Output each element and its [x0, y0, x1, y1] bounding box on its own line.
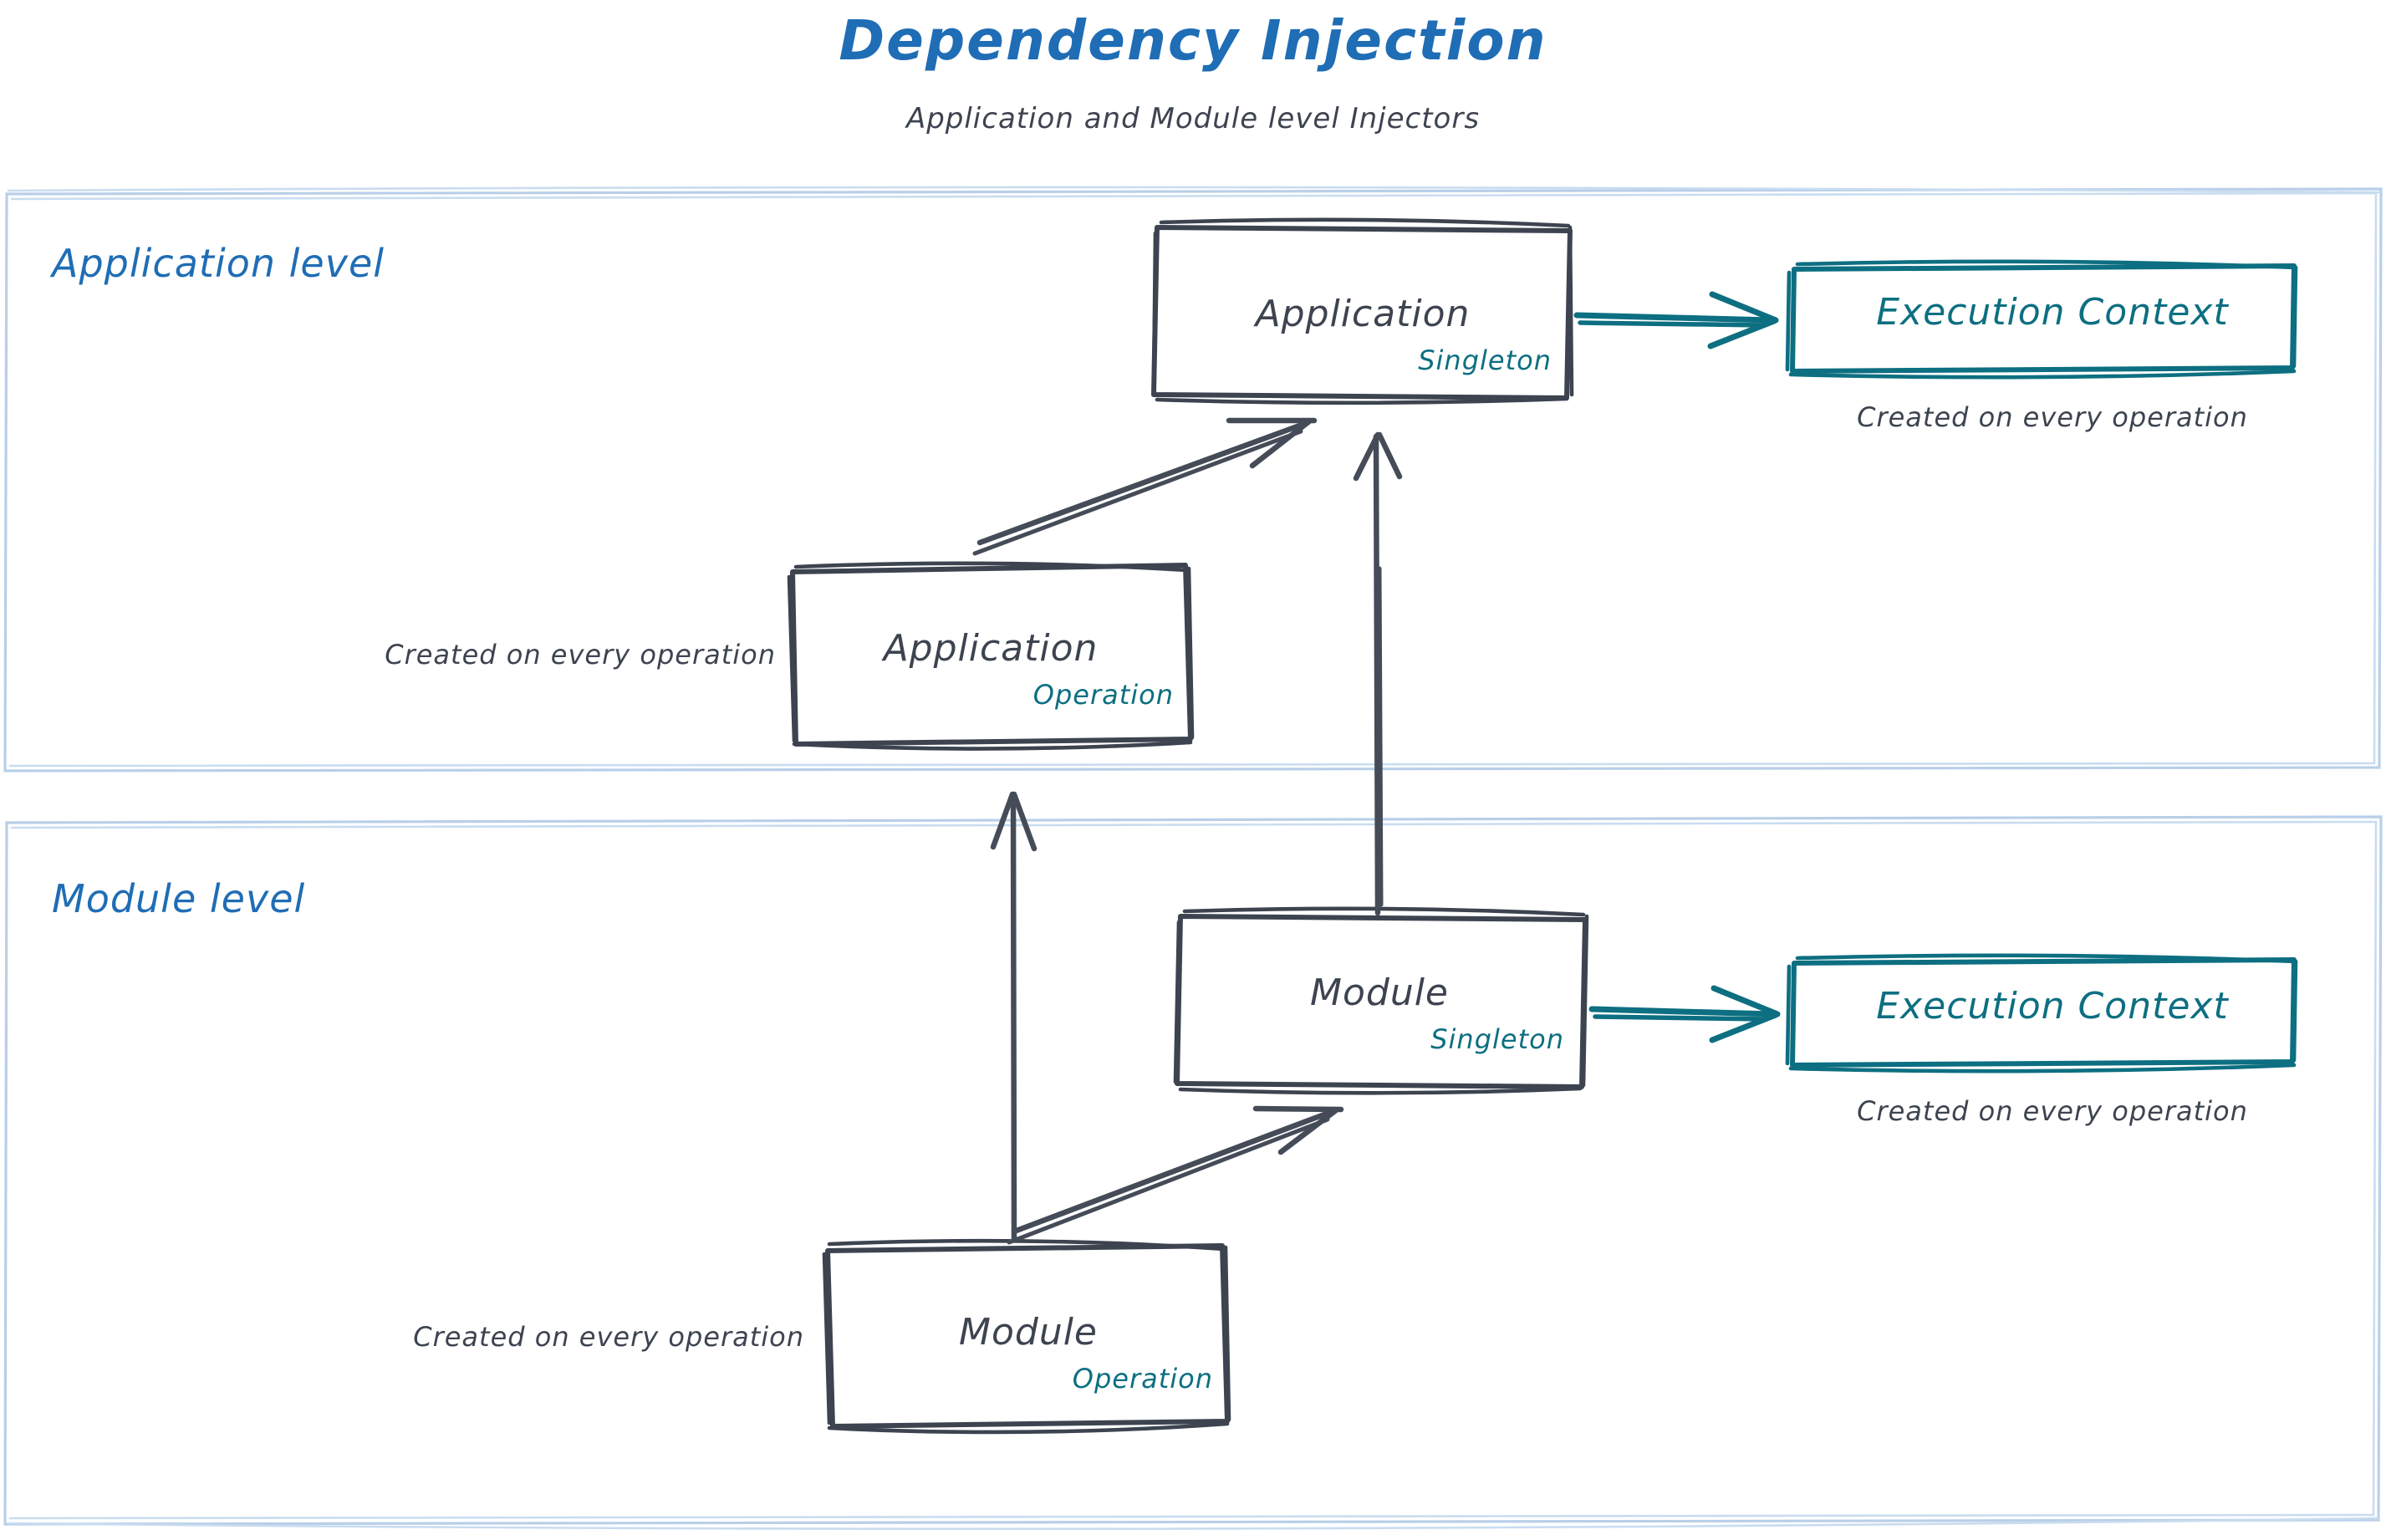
arrow-app-singleton-to-execution-context: [1573, 291, 1779, 349]
module-operation-title: Module: [959, 1311, 1098, 1354]
note-application-operation: Created on every operation: [385, 639, 776, 671]
module-singleton-scope: Singleton: [1430, 1023, 1564, 1055]
page-title: Dependency Injection: [839, 8, 1547, 73]
module-operation-scope: Operation: [1072, 1363, 1213, 1395]
note-execution-context-top: Created on every operation: [1857, 401, 2248, 433]
note-execution-context-bottom: Created on every operation: [1857, 1095, 2248, 1127]
arrow-module-singleton-to-execution-context: [1588, 985, 1781, 1043]
lane-label-module-level: Module level: [52, 876, 306, 921]
arrow-module-singleton-to-app-singleton: [1353, 431, 1403, 916]
arrow-module-operation-to-module-singleton: [1007, 1105, 1344, 1245]
note-module-operation: Created on every operation: [413, 1321, 804, 1353]
application-singleton-scope: Singleton: [1418, 344, 1552, 376]
module-singleton-title: Module: [1310, 971, 1449, 1014]
application-singleton-title: Application: [1255, 293, 1471, 335]
application-operation-title: Application: [883, 627, 1099, 670]
execution-context-bottom-label: Execution Context: [1876, 985, 2229, 1028]
lane-label-application-level: Application level: [52, 241, 385, 286]
execution-context-top-label: Execution Context: [1876, 291, 2229, 334]
application-operation-scope: Operation: [1032, 679, 1174, 711]
lane-module-level-border: [3, 815, 2383, 1531]
arrow-app-operation-to-app-singleton: [972, 417, 1318, 556]
page-subtitle: Application and Module level Injectors: [905, 102, 1481, 135]
arrow-module-operation-to-app-operation: [990, 791, 1038, 1242]
